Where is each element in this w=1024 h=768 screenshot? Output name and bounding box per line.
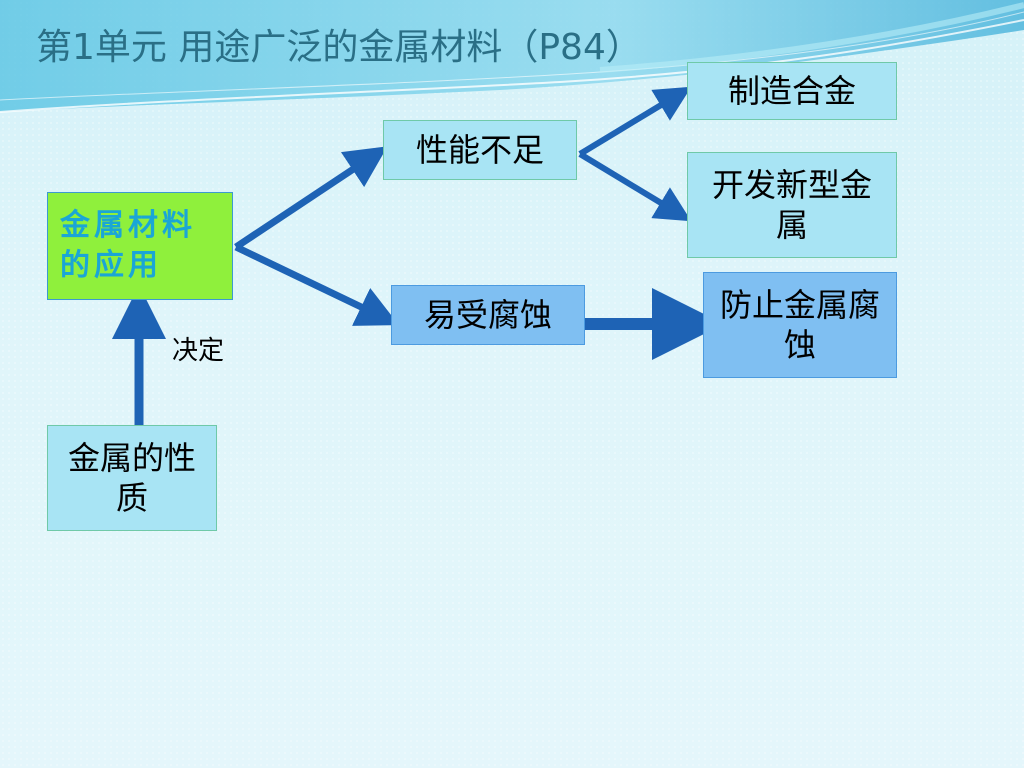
node-metal-properties: 金属的性质 [47,425,217,531]
arrow-to-insufficient [234,146,388,250]
arrow-to-corrosion [234,243,399,326]
header-decoration [0,0,1024,113]
arrow-to-alloy [578,86,692,157]
node-make-alloy: 制造合金 [687,62,897,120]
arrow-to-new-metal [578,151,692,222]
node-metal-application: 金属材料的应用 [47,192,233,300]
slide-title: 第1单元 用途广泛的金属材料（P84） [36,27,642,68]
label-determines: 决定 [172,336,225,366]
node-new-metal: 开发新型金属 [687,152,897,258]
node-prevent-corrosion: 防止金属腐蚀 [703,272,897,378]
node-easily-corroded: 易受腐蚀 [391,285,585,345]
node-insufficient-performance: 性能不足 [383,120,577,180]
